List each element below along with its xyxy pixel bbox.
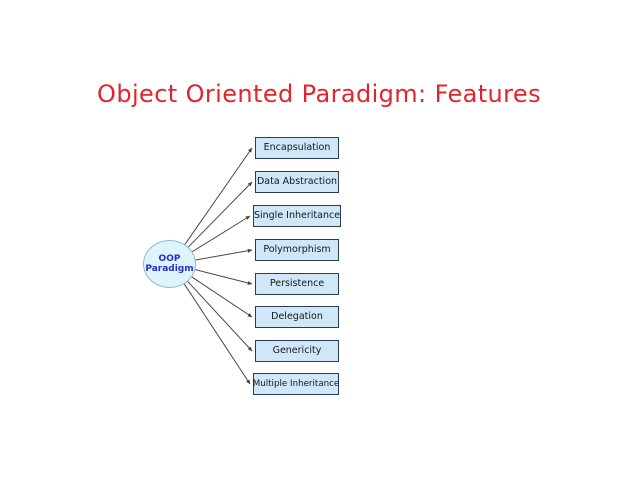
connector-arrow xyxy=(187,281,253,352)
hub-label-line2: Paradigm xyxy=(145,264,194,274)
page-title: Object Oriented Paradigm: Features xyxy=(97,80,541,108)
feature-box[interactable]: Genericity xyxy=(255,340,339,362)
feature-box-label: Single Inheritance xyxy=(253,210,341,222)
connector-arrow xyxy=(195,269,253,285)
connector-arrow xyxy=(184,147,253,245)
feature-box[interactable]: Polymorphism xyxy=(255,239,339,261)
feature-box[interactable]: Delegation xyxy=(255,306,339,328)
feature-box-label: Delegation xyxy=(271,311,323,323)
connector-arrows xyxy=(183,147,253,385)
feature-box-label: Genericity xyxy=(272,345,322,357)
feature-box-label: Multiple Inheritance xyxy=(252,378,340,389)
feature-box[interactable]: Data Abstraction xyxy=(255,171,339,193)
feature-box[interactable]: Single Inheritance xyxy=(253,205,341,227)
feature-box-label: Data Abstraction xyxy=(256,176,338,188)
feature-box-label: Polymorphism xyxy=(263,244,331,256)
feature-box[interactable]: Multiple Inheritance xyxy=(253,373,339,395)
connector-arrow xyxy=(191,276,253,318)
feature-box-label: Persistence xyxy=(269,278,325,290)
connector-arrow xyxy=(191,215,251,253)
feature-box[interactable]: Encapsulation xyxy=(255,137,339,159)
connector-arrow xyxy=(195,248,253,261)
hub-node-oop-paradigm[interactable]: OOP Paradigm xyxy=(143,240,196,288)
connector-arrow xyxy=(183,283,251,385)
connector-arrow xyxy=(187,181,253,248)
hub-label-line1: OOP xyxy=(158,253,181,264)
feature-box-label: Encapsulation xyxy=(263,142,331,154)
feature-box[interactable]: Persistence xyxy=(255,273,339,295)
